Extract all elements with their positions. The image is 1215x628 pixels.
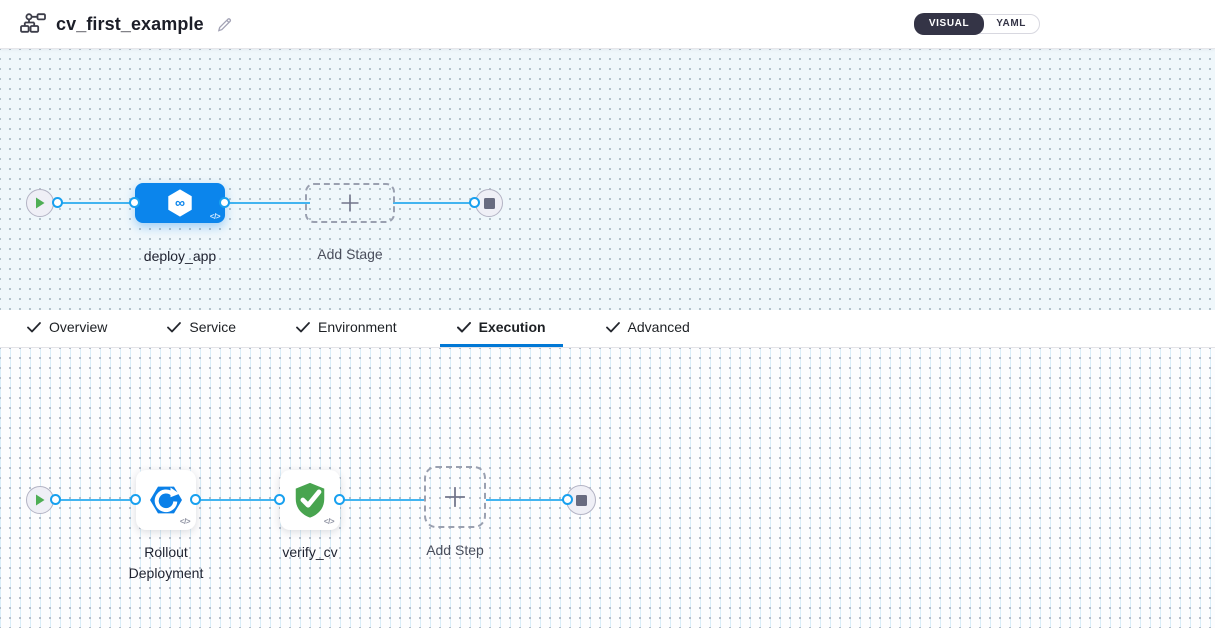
- step-label-verify-cv: verify_cv: [282, 544, 338, 560]
- plus-icon: [341, 194, 359, 212]
- tab-service[interactable]: Service: [150, 310, 253, 347]
- visual-toggle-button[interactable]: VISUAL: [913, 13, 985, 35]
- tab-execution[interactable]: Execution: [439, 310, 563, 347]
- stop-icon: [483, 197, 495, 209]
- code-icon: </>: [209, 212, 221, 221]
- tab-environment[interactable]: Environment: [279, 310, 414, 347]
- tab-label: Overview: [49, 319, 108, 335]
- check-icon: [605, 321, 620, 332]
- view-mode-toggle: VISUAL YAML: [913, 13, 1040, 35]
- svg-text:∞: ∞: [175, 195, 185, 211]
- connector-port: [129, 197, 140, 208]
- add-stage-button[interactable]: [305, 183, 395, 223]
- connector-port: [334, 494, 345, 505]
- rollout-deployment-icon: [150, 486, 182, 514]
- cd-hexagon-icon: ∞: [168, 189, 192, 217]
- step-node-rollout-deployment[interactable]: </>: [136, 470, 196, 530]
- check-icon: [296, 321, 310, 332]
- edit-title-icon[interactable]: [216, 16, 233, 33]
- check-icon: [456, 321, 471, 332]
- connector-port: [469, 197, 480, 208]
- edge-verify-to-addstep: [340, 499, 424, 501]
- connector-port: [52, 197, 63, 208]
- step-node-verify-cv[interactable]: </>: [280, 470, 340, 530]
- edge-addstage-to-end: [393, 202, 480, 204]
- stage-label: deploy_app: [143, 248, 217, 264]
- connector-port: [274, 494, 285, 505]
- stage-config-tabs: Overview Service Environment Execution A…: [0, 310, 1215, 348]
- pipeline-graph-icon: [20, 13, 46, 35]
- play-icon: [36, 197, 45, 209]
- stop-icon: [575, 494, 587, 506]
- pipeline-header: cv_first_example VISUAL YAML: [0, 0, 1215, 49]
- tab-advanced[interactable]: Advanced: [589, 310, 707, 347]
- plus-icon: [445, 487, 465, 507]
- edge-start-to-rollout: [40, 499, 136, 501]
- shield-check-icon: [295, 482, 325, 518]
- edge-rollout-to-verify: [196, 499, 280, 501]
- stage-pipeline-canvas[interactable]: ∞ </> deploy_app Add Stage: [0, 49, 1215, 310]
- tab-overview[interactable]: Overview: [10, 310, 124, 347]
- connector-port: [50, 494, 61, 505]
- connector-port: [130, 494, 141, 505]
- tab-label: Environment: [318, 319, 397, 335]
- yaml-toggle-button[interactable]: YAML: [996, 18, 1026, 29]
- add-stage-label: Add Stage: [317, 246, 383, 262]
- tab-label: Service: [189, 319, 237, 335]
- stage-node-deploy-app[interactable]: ∞ </>: [135, 183, 225, 223]
- edge-stage-to-addstage: [225, 202, 310, 204]
- check-icon: [167, 321, 182, 332]
- connector-port: [562, 494, 573, 505]
- add-step-button[interactable]: [424, 466, 486, 528]
- tab-label: Advanced: [627, 319, 690, 335]
- edge-start-to-stage: [40, 202, 139, 204]
- code-icon: </>: [179, 517, 191, 526]
- execution-step-canvas[interactable]: </> </> Rollout Deployment verify_cv Add…: [0, 348, 1215, 628]
- code-icon: </>: [323, 517, 335, 526]
- connector-port: [219, 197, 230, 208]
- add-step-label: Add Step: [426, 542, 484, 558]
- play-icon: [36, 494, 45, 506]
- execution-start-node: [26, 486, 54, 514]
- connector-port: [190, 494, 201, 505]
- step-label-rollout: Rollout Deployment: [128, 544, 204, 581]
- check-icon: [27, 321, 41, 332]
- pipeline-start-node: [26, 189, 54, 217]
- tab-label: Execution: [478, 319, 546, 335]
- pipeline-title: cv_first_example: [56, 13, 204, 34]
- edge-addstep-to-end: [486, 499, 568, 501]
